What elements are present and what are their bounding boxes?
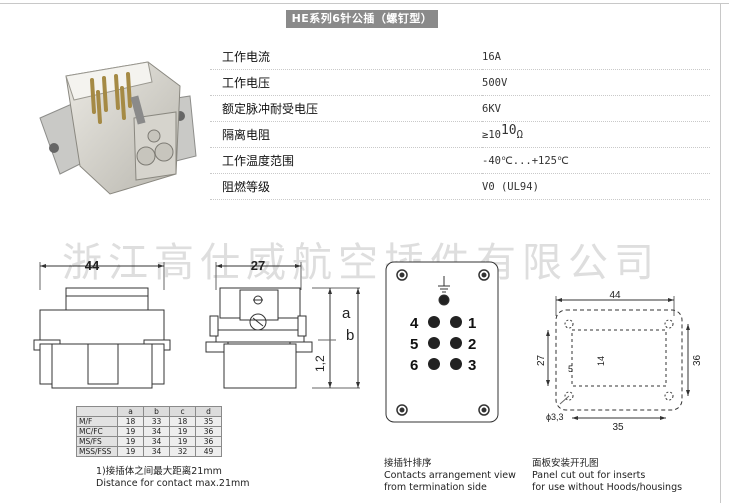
pin-number: 4: [410, 315, 419, 332]
spec-table: 工作电流 16A 工作电压 500V 额定脉冲耐受电压 6KV 隔离电阻 ≥10…: [210, 44, 710, 200]
panel-dim-27: 27: [536, 354, 547, 366]
table-cell: 19: [117, 426, 144, 437]
table-header-row: a b c d: [76, 406, 222, 417]
spec-label: 工作温度范围: [210, 147, 482, 174]
column-header: c: [169, 406, 196, 417]
pin-number: 5: [410, 336, 418, 353]
termination-note: 接插针排序 Contacts arrangement view from ter…: [384, 458, 516, 494]
dim-b: b: [346, 327, 354, 344]
table-cell: M/F: [76, 416, 118, 427]
spec-row: 工作温度范围 -40℃...+125℃: [210, 147, 710, 174]
table-cell: 18: [117, 416, 144, 427]
column-header: [76, 406, 118, 417]
pin-number: 1: [468, 315, 476, 332]
spec-value-exponent: 10: [500, 123, 517, 138]
spec-row: 工作电压 500V: [210, 69, 710, 96]
table-cell: 18: [169, 416, 196, 427]
table-cell: 35: [195, 416, 222, 427]
table-cell: 36: [195, 426, 222, 437]
table-cell: MS/FS: [76, 436, 118, 447]
column-header: a: [117, 406, 144, 417]
table-cell: 19: [169, 436, 196, 447]
spec-value-prefix: ≥10: [482, 129, 501, 141]
spec-label: 额定脉冲耐受电压: [210, 95, 482, 122]
distance-note-en: Distance for contact max.21mm: [96, 478, 250, 489]
table-cell: 19: [117, 436, 144, 447]
distance-note-cn: 1)接插体之间最大距离21mm: [96, 466, 222, 477]
table-cell: MC/FC: [76, 426, 118, 437]
table-row: M/F 18 33 18 35: [76, 416, 222, 427]
pin-number: 6: [410, 357, 418, 374]
table-cell: 32: [169, 446, 196, 457]
contacts-view: 4 1 5 2 6 3: [385, 261, 499, 423]
table-cell: 34: [143, 446, 170, 457]
table-cell: 34: [143, 426, 170, 437]
spec-value-unit: Ω: [516, 129, 523, 141]
spec-row: 阻燃等级 V0 (UL94): [210, 173, 710, 200]
termination-note-en-1: Contacts arrangement view: [384, 470, 516, 481]
pin-number: 3: [468, 357, 476, 374]
spec-label: 工作电压: [210, 69, 482, 96]
spec-value: -40℃...+125℃: [482, 147, 710, 174]
panel-note: 面板安装开孔图 Panel cut out for inserts for us…: [532, 458, 682, 494]
column-header: b: [143, 406, 170, 417]
spec-row: 工作电流 16A: [210, 44, 710, 70]
side-view: 27 a b 1,2: [205, 258, 360, 389]
dim-1-2: 1,2: [313, 355, 327, 372]
panel-dim-5: 5: [568, 364, 573, 374]
distance-note: 1)接插体之间最大距离21mm Distance for contact max…: [96, 466, 250, 490]
dim-a: a: [342, 305, 351, 322]
table-row: MS/FS 19 34 19 36: [76, 436, 222, 447]
table-cell: 19: [169, 426, 196, 437]
table-cell: 49: [195, 446, 222, 457]
company-watermark: 浙江高仕威航空插件有限公司: [62, 240, 660, 286]
termination-note-en-2: from termination side: [384, 482, 487, 493]
pin-number: 2: [468, 336, 476, 353]
table-cell: 19: [117, 446, 144, 457]
page-title: HE系列6针公插（螺钉型）: [286, 10, 438, 28]
dimension-table: a b c d M/F 18 33 18 35 MC/FC 19 34 19 3…: [76, 406, 222, 457]
spec-row: 额定脉冲耐受电压 6KV: [210, 95, 710, 122]
table-cell: 33: [143, 416, 170, 427]
top-border: [0, 3, 729, 4]
spec-label: 阻燃等级: [210, 173, 482, 200]
panel-note-en-1: Panel cut out for inserts: [532, 470, 646, 481]
panel-dim-14: 14: [596, 356, 606, 366]
table-cell: MSS/FSS: [76, 446, 118, 457]
spec-value: ≥1010Ω: [482, 121, 710, 148]
dim-27: 27: [251, 258, 265, 273]
panel-note-en-2: for use without Hoods/housings: [532, 482, 683, 493]
dim-44: 44: [85, 258, 100, 273]
table-cell: 34: [143, 436, 170, 447]
panel-cutout: 44 27 36 5 14 35 ϕ3,3: [536, 290, 703, 433]
right-border: [720, 3, 721, 503]
spec-value: 6KV: [482, 95, 710, 122]
panel-hole-diameter: ϕ3,3: [546, 412, 564, 422]
table-row: MC/FC 19 34 19 36: [76, 426, 222, 437]
table-row: MSS/FSS 19 34 32 49: [76, 446, 222, 457]
spec-label: 隔离电阻: [210, 121, 482, 148]
termination-note-cn: 接插针排序: [384, 458, 432, 469]
spec-value: 500V: [482, 69, 710, 96]
column-header: d: [195, 406, 222, 417]
panel-note-cn: 面板安装开孔图: [532, 458, 599, 469]
panel-dim-36: 36: [692, 354, 703, 366]
connector-photo: [39, 61, 197, 195]
table-cell: 36: [195, 436, 222, 447]
spec-value: 16A: [482, 44, 710, 70]
panel-dim-44: 44: [609, 290, 621, 301]
panel-dim-35: 35: [612, 422, 624, 433]
front-view: 44: [33, 258, 171, 389]
spec-row: 隔离电阻 ≥1010Ω: [210, 121, 710, 148]
spec-value: V0 (UL94): [482, 173, 710, 200]
spec-label: 工作电流: [210, 44, 482, 70]
